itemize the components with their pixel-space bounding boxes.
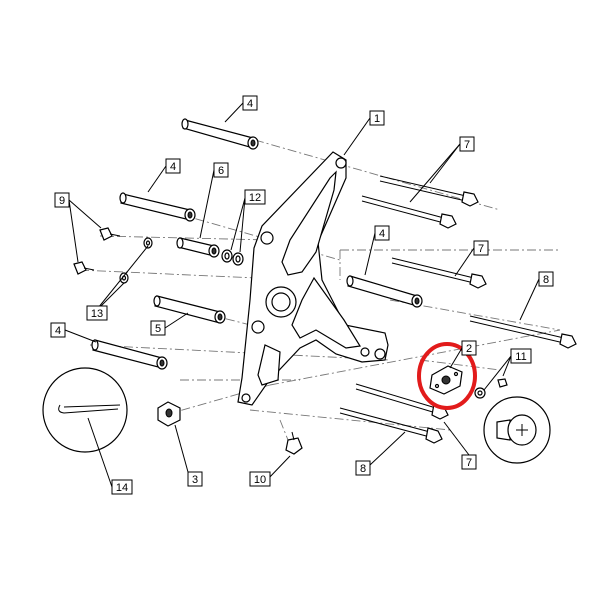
callout-1: 1 xyxy=(369,110,385,126)
callout-12: 12 xyxy=(244,189,266,205)
pin-icon xyxy=(91,339,168,370)
callout-label: 7 xyxy=(464,139,470,151)
callout-7b: 7 xyxy=(473,240,489,256)
callout-label: 5 xyxy=(155,323,161,335)
callout-label: 7 xyxy=(466,457,472,469)
callout-3: 3 xyxy=(187,471,203,487)
cotter-pin-detail xyxy=(42,367,128,453)
callout-14: 14 xyxy=(111,479,133,495)
pin-icon xyxy=(346,275,423,308)
callout-label: 4 xyxy=(247,98,253,110)
callout-8a: 8 xyxy=(538,271,554,287)
callout-8b: 8 xyxy=(355,460,371,476)
bolt-icon xyxy=(73,227,121,275)
callout-4d: 4 xyxy=(50,322,66,338)
callout-label: 3 xyxy=(192,474,198,486)
bracket-plate-icon xyxy=(237,151,389,406)
callout-7c: 7 xyxy=(461,454,477,470)
callout-label: 12 xyxy=(249,192,261,204)
callout-4c: 4 xyxy=(374,225,390,241)
bolt-icon xyxy=(361,195,457,229)
bolt-icon xyxy=(391,257,487,289)
nut-icon xyxy=(157,401,181,427)
bolt-icon xyxy=(339,407,443,444)
callout-label: 9 xyxy=(59,195,65,207)
callout-label: 4 xyxy=(379,228,385,240)
washer-icon xyxy=(119,237,153,284)
callout-label: 4 xyxy=(170,161,176,173)
callout-label: 7 xyxy=(478,243,484,255)
callout-11: 11 xyxy=(510,348,532,364)
callout-4a: 4 xyxy=(242,95,258,111)
callout-label: 8 xyxy=(360,463,366,475)
callout-4b: 4 xyxy=(165,158,181,174)
callout-label: 6 xyxy=(218,165,224,177)
callout-label: 2 xyxy=(466,343,472,355)
bolt-icon xyxy=(285,431,303,455)
callout-10: 10 xyxy=(249,471,271,487)
leader-lines xyxy=(64,102,540,488)
spacer-icon xyxy=(176,237,220,258)
spacer-icon xyxy=(153,295,226,324)
callout-7a: 7 xyxy=(459,136,475,152)
bolt-icon xyxy=(379,175,479,207)
highlight-ring xyxy=(417,342,477,410)
screw-detail xyxy=(483,396,551,464)
callout-6: 6 xyxy=(213,162,229,178)
callout-label: 4 xyxy=(55,325,61,337)
callout-label: 11 xyxy=(515,351,526,363)
callout-label: 10 xyxy=(254,474,266,486)
callout-13: 13 xyxy=(86,305,108,321)
washer-icon xyxy=(221,249,244,266)
pin-icon xyxy=(119,192,196,222)
callout-9: 9 xyxy=(54,192,70,208)
callout-label: 13 xyxy=(91,308,103,320)
pin-icon xyxy=(181,118,259,150)
callout-label: 8 xyxy=(543,274,549,286)
callout-label: 14 xyxy=(116,482,128,494)
callout-label: 1 xyxy=(374,113,380,125)
callout-5: 5 xyxy=(150,320,166,336)
bolt-icon xyxy=(469,315,577,349)
clip-plate-icon xyxy=(429,365,463,395)
callout-2: 2 xyxy=(461,340,477,356)
screw-icon xyxy=(474,378,508,399)
